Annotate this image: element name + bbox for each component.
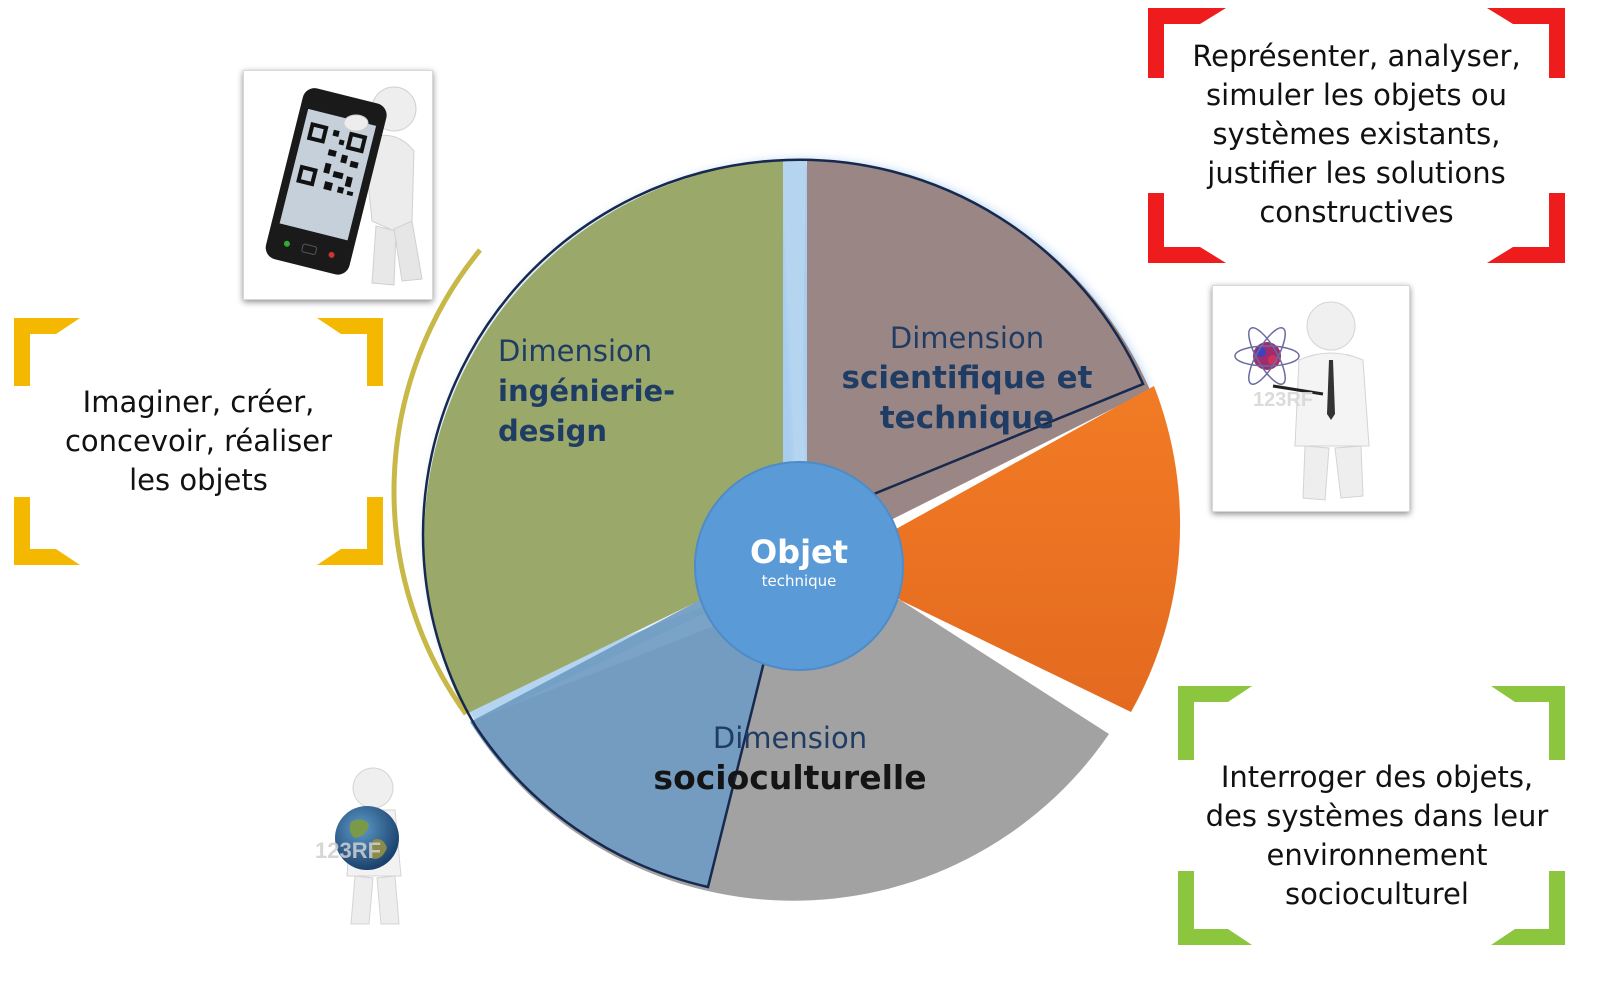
box-left-text: Imaginer, créer, concevoir, réaliser les… bbox=[30, 383, 367, 500]
label-scientifique-bold1: scientifique et bbox=[841, 360, 1093, 396]
scientist-atom-figure-icon: 123RF bbox=[1234, 301, 1370, 501]
bracket-box-bottom-right bbox=[1178, 686, 1565, 945]
segment-scientifique bbox=[807, 160, 1150, 562]
center-circle bbox=[695, 462, 903, 670]
center-subtitle: technique bbox=[761, 572, 837, 590]
label-socio-prefix: Dimension bbox=[712, 721, 868, 755]
box-bottom-right-line-1: Interroger des objets, bbox=[1220, 760, 1534, 794]
label-socioculturelle: Dimension socioculturelle bbox=[640, 718, 940, 798]
label-scientifique-bold2: technique bbox=[879, 400, 1055, 436]
watermark-scientist: 123RF bbox=[1253, 389, 1313, 411]
label-ingenierie-bold1: ingénierie- bbox=[498, 374, 676, 408]
scientist-photo: 123RF bbox=[1212, 285, 1410, 512]
label-ingenierie-bold2: design bbox=[498, 414, 608, 448]
box-top-right-line-2: simuler les objets ou bbox=[1206, 78, 1507, 112]
segment-ingenierie-rim bbox=[391, 248, 482, 716]
watermark-globe: 123RF bbox=[315, 838, 381, 863]
center-label: Objet technique bbox=[700, 532, 898, 590]
segment-ingenierie-design bbox=[424, 160, 783, 714]
center-title: Objet bbox=[749, 533, 849, 571]
box-bottom-right-text: Interroger des objets, des systèmes dans… bbox=[1192, 758, 1562, 914]
bracket-box-top-right bbox=[1148, 8, 1565, 263]
box-top-right-line-5: constructives bbox=[1259, 195, 1454, 229]
figure-holding-globe-icon: 123RF bbox=[315, 767, 402, 925]
globe-photo: 123RF bbox=[255, 766, 480, 928]
box-top-right-line-1: Représenter, analyser, bbox=[1192, 39, 1521, 73]
box-top-right-text: Représenter, analyser, simuler les objet… bbox=[1164, 37, 1549, 232]
gap-band-top bbox=[783, 160, 806, 560]
label-ingenierie-design: Dimension ingénierie- design bbox=[498, 331, 758, 451]
label-scientifique: Dimension scientifique et technique bbox=[836, 318, 1098, 438]
label-scientifique-prefix: Dimension bbox=[889, 321, 1045, 355]
label-ingenierie-prefix: Dimension bbox=[498, 334, 653, 368]
box-left-line-1: Imaginer, créer, bbox=[82, 385, 315, 419]
box-bottom-right-line-4: socioculturel bbox=[1285, 877, 1469, 911]
box-top-right-line-3: systèmes existants, bbox=[1212, 117, 1501, 151]
box-left-line-2: concevoir, réaliser bbox=[64, 424, 333, 458]
segment-orange bbox=[840, 386, 1181, 712]
box-left-line-3: les objets bbox=[129, 463, 268, 497]
box-bottom-right-line-3: environnement bbox=[1266, 838, 1488, 872]
segment-outline bbox=[421, 158, 1145, 889]
center-circle-highlight bbox=[694, 461, 904, 671]
phone-photo bbox=[243, 70, 433, 300]
box-top-right-line-4: justifier les solutions bbox=[1207, 156, 1506, 190]
bracket-box-left bbox=[14, 318, 383, 565]
label-socio-bold1: socioculturelle bbox=[653, 758, 927, 797]
box-bottom-right-line-2: des systèmes dans leur bbox=[1205, 799, 1549, 833]
qr-phone-figure-icon bbox=[265, 86, 423, 286]
